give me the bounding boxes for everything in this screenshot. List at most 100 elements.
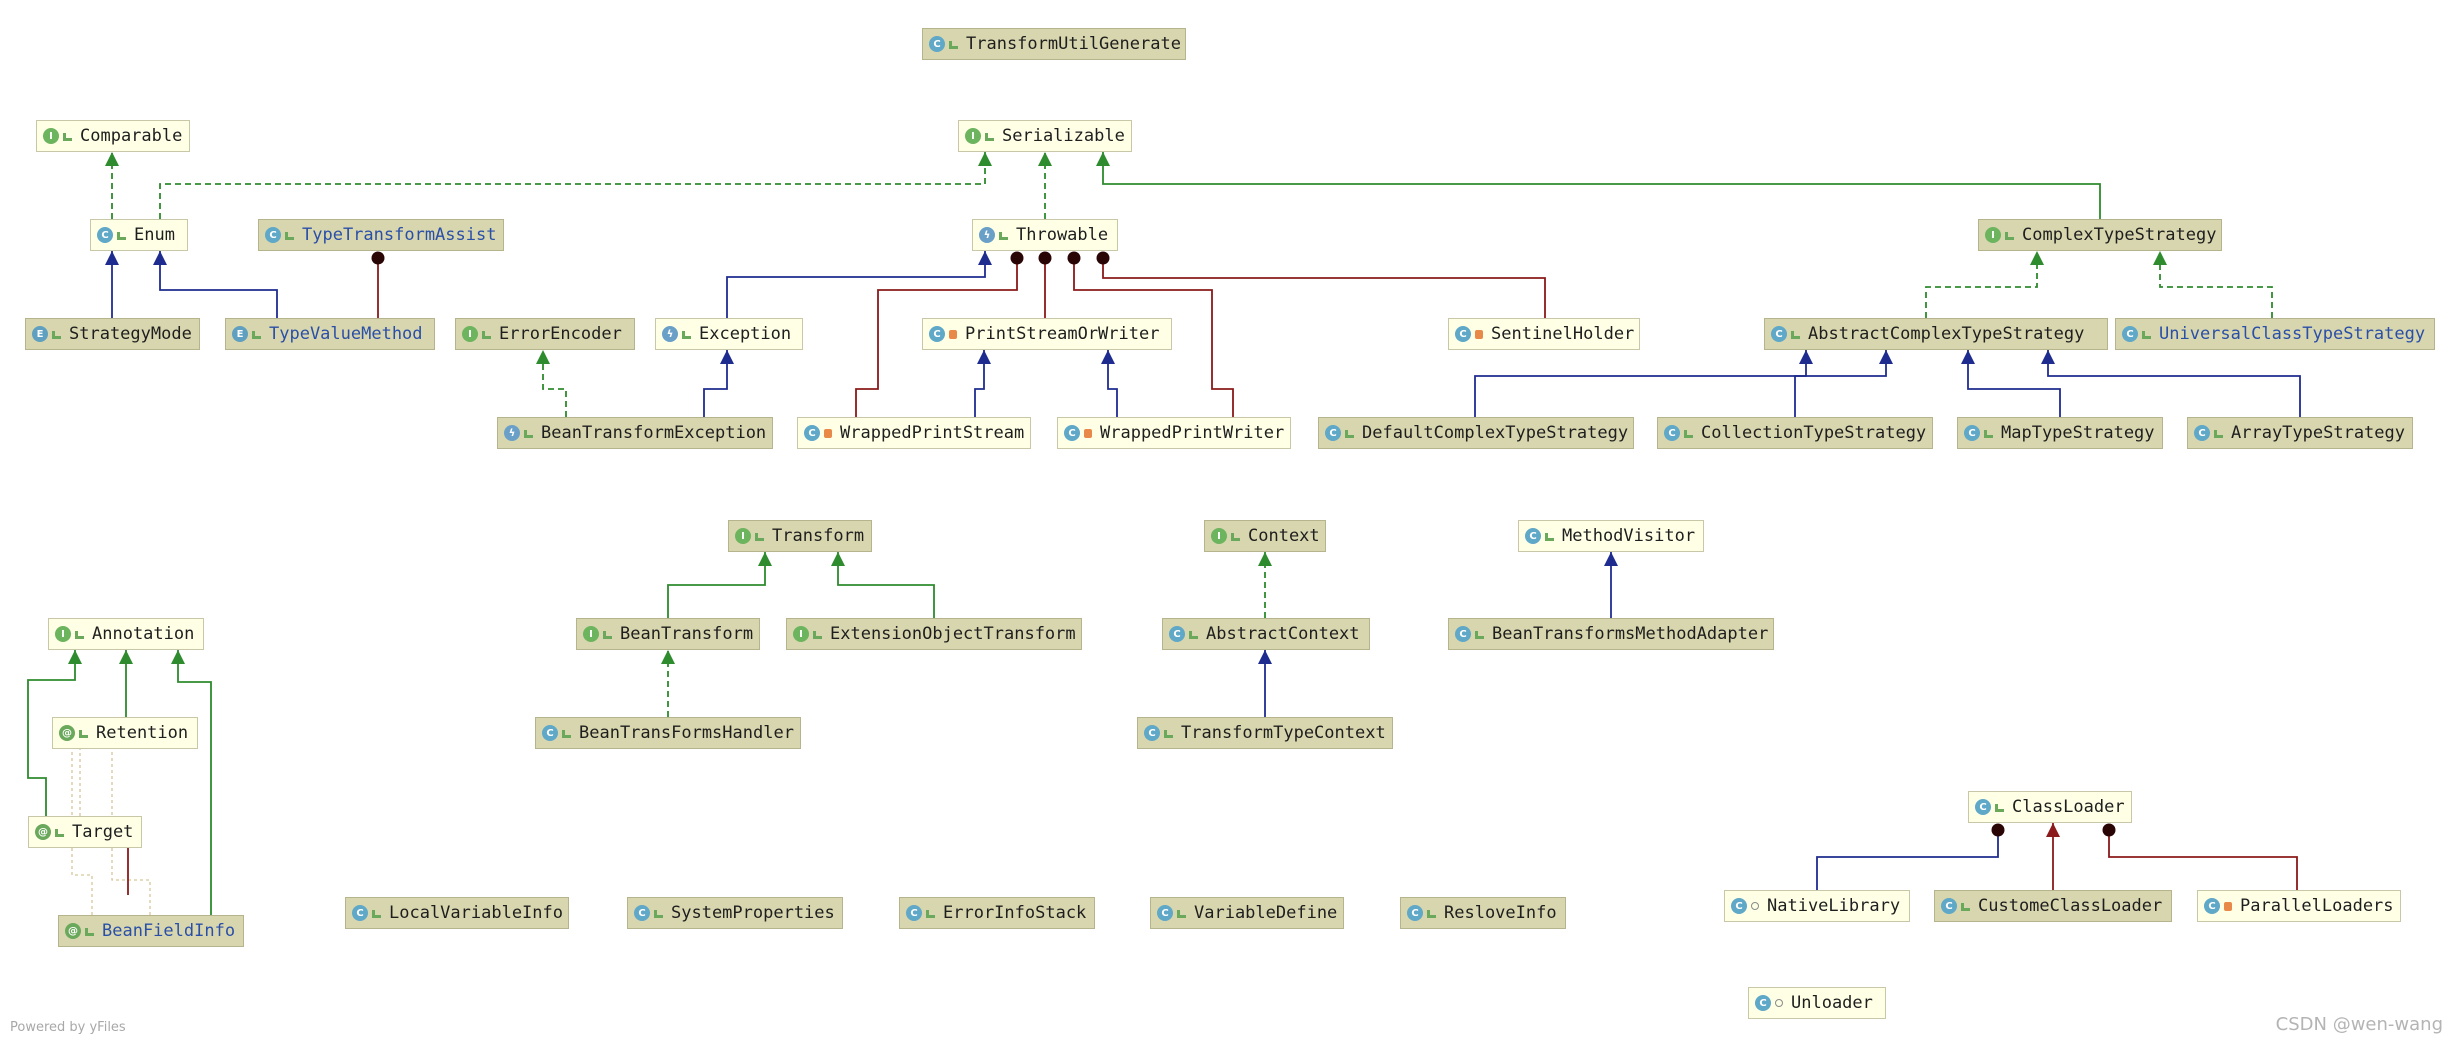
edge-Enum-to-Comparable bbox=[105, 152, 119, 219]
edge-Unloader-to-NativeLibrary bbox=[2102, 823, 2298, 890]
class-kind-icon: I bbox=[965, 128, 981, 144]
edge-line bbox=[1102, 258, 1546, 318]
edge-SentinelHolder-to-Throwable bbox=[1096, 251, 1546, 318]
edge-TypeValueMethod-to-Enum bbox=[153, 251, 278, 318]
public-visibility-icon bbox=[926, 910, 935, 918]
public-visibility-icon bbox=[949, 41, 958, 49]
class-name-label: NativeLibrary bbox=[1767, 896, 1901, 916]
class-name-label: TransformTypeContext bbox=[1181, 723, 1386, 743]
class-node-target[interactable]: @Target bbox=[28, 816, 142, 848]
class-kind-icon: C bbox=[1771, 326, 1787, 342]
arrowhead bbox=[978, 152, 992, 166]
class-kind-icon: C bbox=[1525, 528, 1541, 544]
edge-TypeValueMethod-to-TypeTransformAssist bbox=[371, 251, 385, 318]
arrowhead bbox=[1961, 350, 1975, 364]
class-kind-icon: @ bbox=[65, 923, 81, 939]
edge-BeanTransformsMethodAdapter-to-MethodVisitor bbox=[1604, 552, 1618, 618]
edge-Exception-to-Throwable bbox=[726, 251, 992, 318]
public-visibility-icon bbox=[603, 631, 612, 639]
class-node-maptypestrategy[interactable]: C MapTypeStrategy bbox=[1957, 417, 2163, 449]
edge-line bbox=[855, 258, 1018, 417]
edge-DefaultComplexTypeStrategy-to-AbstractComplexTypeStrategy bbox=[1474, 350, 1813, 417]
edge-WrappedPrintWriter-to-Throwable bbox=[1067, 251, 1234, 417]
arrowhead bbox=[1258, 552, 1272, 566]
inner-class-marker bbox=[1038, 251, 1052, 265]
edge-line bbox=[2159, 251, 2273, 318]
class-kind-icon: C bbox=[1964, 425, 1980, 441]
class-kind-icon: C bbox=[97, 227, 113, 243]
class-kind-icon: C bbox=[2194, 425, 2210, 441]
class-kind-icon: C bbox=[1407, 905, 1423, 921]
class-name-label: Annotation bbox=[92, 624, 195, 644]
edge-Throwable-to-Serializable bbox=[1038, 152, 1052, 219]
class-name-label: SystemProperties bbox=[671, 903, 835, 923]
class-name-label: MapTypeStrategy bbox=[2001, 423, 2155, 443]
class-kind-icon: I bbox=[43, 128, 59, 144]
edge-line bbox=[1474, 350, 1807, 417]
class-node-retention[interactable]: @Retention bbox=[52, 717, 198, 749]
public-visibility-icon bbox=[654, 910, 663, 918]
class-node-abstractcomplextypestrategy[interactable]: C AbstractComplexTypeStrategy bbox=[1764, 318, 2108, 350]
edge-WrappedPrintStream-to-PrintStreamOrWriter bbox=[974, 350, 991, 417]
arrowhead bbox=[105, 251, 119, 265]
edge-line bbox=[159, 251, 278, 318]
class-name-label: Unloader bbox=[1791, 993, 1873, 1013]
arrowhead bbox=[68, 650, 82, 664]
public-visibility-icon bbox=[985, 133, 994, 141]
edge-Target-to-Annotation bbox=[27, 650, 82, 816]
private-visibility-icon bbox=[1475, 329, 1483, 339]
edge-WrappedPrintWriter-to-PrintStreamOrWriter bbox=[1101, 350, 1118, 417]
class-name-label: AbstractComplexTypeStrategy bbox=[1808, 324, 2085, 344]
class-name-label: VariableDefine bbox=[1194, 903, 1338, 923]
public-visibility-icon bbox=[1231, 533, 1240, 541]
public-visibility-icon bbox=[252, 331, 261, 339]
inner-class-marker bbox=[1067, 251, 1081, 265]
class-node-beanfieldinfo[interactable]: @BeanFieldInfo bbox=[58, 915, 244, 947]
edge-line bbox=[159, 152, 986, 219]
edge-line bbox=[27, 650, 76, 816]
public-visibility-icon bbox=[1984, 430, 1993, 438]
